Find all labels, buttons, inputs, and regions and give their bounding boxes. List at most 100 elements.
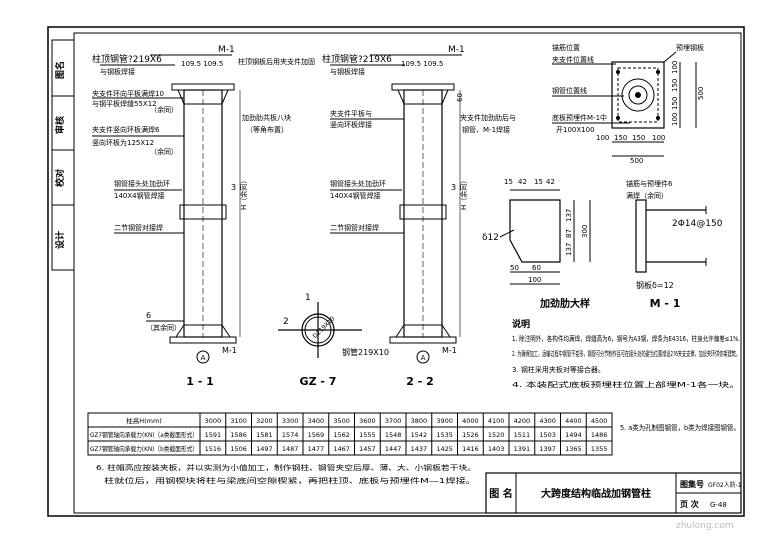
table-cell: 1355	[591, 445, 608, 453]
m1p-dim-r1: 150	[671, 79, 679, 92]
m1p-callout-2: 钢管位置线	[552, 86, 587, 95]
stf-dim-b2: 100	[528, 276, 541, 284]
table-cell: 1503	[539, 431, 556, 439]
table-cell: 1425	[436, 445, 453, 453]
table-cell: 1391	[514, 445, 531, 453]
s1-label: 1 - 1	[186, 375, 214, 388]
s1-ann-5: 二节钢管对接焊	[114, 223, 163, 232]
table-cell: 1542	[411, 431, 428, 439]
title-block: 图 名 大跨度结构临战加钢管柱 图集号 GF02人防-1 页 次 G-48	[485, 472, 742, 514]
s1-ann-3b: （等角布置）	[246, 125, 288, 134]
s2-ann-2a: 夹支件加劲肋后与	[460, 113, 516, 122]
table-header-cell: 3700	[385, 417, 402, 425]
stf-dim-t0: 15	[504, 178, 513, 186]
s2-ann-1b: 竖向环板焊接	[330, 120, 372, 129]
m1p-dim-r3: 100	[671, 113, 679, 126]
side-label-1: 审核	[54, 116, 66, 134]
s2-ann-2b: 钢管、M-1焊接	[462, 125, 510, 134]
s1-m1-top: M-1	[218, 45, 235, 55]
notes-heading: 说明	[512, 318, 530, 330]
m1p-dim-r4: 500	[697, 87, 705, 100]
table-cell: 1535	[436, 431, 453, 439]
table-row-label: GZ7钢管轴向承载力(KN)（a类截面形式）	[90, 430, 198, 439]
s2-pipe-callout: 柱顶钢管?219X6	[322, 53, 392, 65]
table-cell: 1562	[333, 431, 350, 439]
s1-ann-2b: 竖向环板为125X12	[92, 138, 154, 147]
s1-num-3: 3	[231, 183, 236, 192]
table-cell: 1447	[385, 445, 402, 453]
gz7-pipe: 钢管219X10	[342, 347, 389, 357]
table-cell: 1497	[256, 445, 273, 453]
m1p-callout-4: 预埋钢板	[676, 43, 704, 52]
m1p-dim-b0: 100	[596, 134, 609, 142]
note-6a: 6. 柱帽高应按装夹板，并以实测为小值加工，制作钢柱、钢管夹空后厚、薄、大、小钢…	[96, 463, 476, 472]
s1-pipe-callout: 柱顶钢管?219X6	[92, 53, 162, 65]
gz7-label: GZ - 7	[300, 375, 337, 388]
table-header-cell: 柱高H(mm)	[126, 416, 162, 425]
note-6b: 柱就位后，用钢楔块将柱与梁底间空隙楔紧，再把柱顶、底板与预埋件M—1焊接。	[104, 476, 476, 485]
s1-ann-2c: （余同）	[150, 147, 178, 156]
stf-dim-r2: 137	[565, 243, 573, 256]
table-header-cell: 4100	[488, 417, 505, 425]
table-cell: 1511	[514, 431, 531, 439]
s2-ann-3b: 140X4钢管焊接	[330, 191, 381, 200]
m1p-callout-1a: 锚筋位置	[552, 43, 580, 52]
s2-dims-top: 109.5 109.5	[401, 60, 443, 68]
sheet-border-outer	[47, 26, 745, 517]
stf-dim-t2: 15	[534, 178, 543, 186]
table-cell: 1548	[385, 431, 402, 439]
gz7-num-2: 2	[283, 317, 289, 327]
side-column: 图名 审核 校对 设计	[51, 39, 75, 271]
tb-name-label: 图 名	[489, 487, 512, 500]
s2-h-label: H（余同）	[459, 177, 468, 210]
s1-ann-2a: 夹支件竖向环板满焊6	[92, 125, 160, 134]
m1d-ann-1b: 满焊（余同）	[626, 191, 668, 200]
s2-label: 2 - 2	[406, 375, 434, 388]
stf-dim-b0: 50	[510, 264, 519, 272]
m1d-ann-1a: 锚筋与预埋件6	[626, 179, 673, 188]
s2-bottom-a: A	[421, 354, 426, 362]
table-cell: 1457	[359, 445, 376, 453]
table-cell: 1574	[282, 431, 299, 439]
s2-num-3: 3	[451, 183, 456, 192]
table-header-cell: 4200	[514, 417, 531, 425]
tb-page-value: G-48	[710, 501, 727, 509]
stf-dim-r0: 137	[565, 209, 573, 222]
table-cell: 1506	[230, 445, 247, 453]
sheet-border-inner	[73, 32, 742, 514]
s1-bottom-a: A	[201, 354, 206, 362]
s1-h-label: H（余同）	[239, 177, 248, 210]
column-section-1: M-1 109.5 109.5 柱顶钢管?219X6 与钢板焊接 柱顶钢板后用夹…	[92, 45, 315, 388]
m1-detail: 锚筋与预埋件6 满焊（余同） 2Φ14@150 钢板δ=12 M - 1	[626, 179, 723, 310]
table-cell: 1520	[488, 431, 505, 439]
stf-label: 加劲肋大样	[539, 297, 590, 310]
m1p-dim-b1: 150	[614, 134, 627, 142]
table-cell: 1403	[488, 445, 505, 453]
s1-pipe-callout-2: 与钢板焊接	[100, 67, 135, 76]
table-header-cell: 4400	[565, 417, 582, 425]
table-cell: 1397	[539, 445, 556, 453]
s1-num-6: 6	[146, 311, 151, 320]
stf-dim-b1: 60	[532, 264, 541, 272]
table-cell: 1494	[565, 431, 582, 439]
tb-name-value: 大跨度结构临战加钢管柱	[541, 487, 651, 500]
table-cell: 1591	[205, 431, 222, 439]
table-header-cell: 3800	[411, 417, 428, 425]
s2-ann-1a: 夹支件平板与	[330, 109, 372, 118]
table-header-cell: 3600	[359, 417, 376, 425]
m1d-plate: 钢板δ=12	[636, 280, 674, 290]
note-4: 4. 本装配式底板预埋柱位置上部埋M-1各一块。	[512, 380, 740, 389]
m1p-dim-r0: 100	[671, 61, 679, 74]
table-header-cell: 3200	[256, 417, 273, 425]
watermark: zhulong.com	[676, 521, 734, 531]
s1-ann-4a: 钢管接头处加劲环	[114, 179, 170, 188]
table-cell: 1581	[256, 431, 273, 439]
s2-m1-top: M-1	[448, 45, 465, 55]
column-section-2: M-1 109.5 109.5 柱顶钢管?219X6 与钢板焊接 60 夹支件平…	[322, 45, 516, 388]
gz7-num-1: 1	[305, 293, 311, 303]
table-header-cell: 3000	[205, 417, 222, 425]
stiffener-detail: 15 42 15 42 137 87 137 300 δ12 50 60 100…	[482, 178, 591, 310]
m1p-dim-r2: 150	[671, 97, 679, 110]
s2-ann-4: 二节钢管对接焊	[330, 223, 379, 232]
stf-dim-t3: 42	[546, 178, 555, 186]
